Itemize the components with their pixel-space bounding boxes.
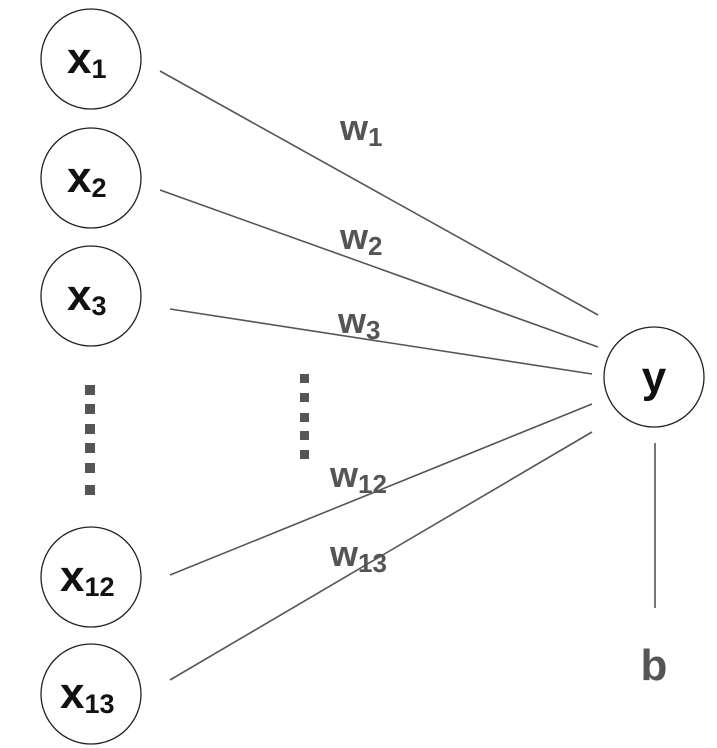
weight-labels: w1 w2 w3 w12 w13	[329, 107, 387, 578]
input-subscript: 13	[84, 689, 114, 719]
weight-subscript: 3	[366, 315, 380, 345]
input-node: x2	[40, 127, 142, 229]
ellipsis-dot	[85, 463, 95, 473]
ellipsis-dot	[300, 413, 309, 422]
weight-var: w	[329, 533, 359, 574]
input-node-circle	[40, 643, 142, 745]
weight-subscript: 13	[358, 548, 387, 578]
input-var: x	[67, 271, 92, 320]
output-node-label: y	[642, 353, 667, 402]
ellipsis-dot	[85, 424, 95, 434]
weight-var: w	[339, 107, 369, 148]
weight-label: w1	[339, 107, 382, 152]
edge-x3-y	[169, 308, 593, 375]
input-var: x	[67, 34, 92, 83]
weight-label: w3	[337, 300, 380, 345]
input-node: x13	[40, 643, 142, 745]
ellipsis-dot	[85, 404, 95, 414]
weight-var: w	[337, 300, 367, 341]
weight-subscript: 1	[368, 122, 382, 152]
ellipsis-dot	[300, 393, 309, 402]
edges	[159, 70, 656, 681]
weight-subscript: 2	[368, 231, 382, 261]
ellipsis-dot	[85, 443, 95, 453]
input-node: x1	[40, 8, 142, 110]
input-node-label: x13	[60, 669, 115, 719]
edge-x12-y	[169, 403, 593, 576]
input-var: x	[67, 153, 92, 202]
ellipsis-dot	[85, 485, 95, 495]
input-node-circle	[40, 526, 142, 628]
input-node-label: x1	[67, 34, 107, 84]
input-node-label: x12	[60, 552, 115, 602]
input-subscript: 3	[91, 291, 106, 321]
ellipsis-dot	[300, 450, 309, 459]
input-subscript: 12	[84, 572, 114, 602]
input-var: x	[60, 552, 85, 601]
edge-x13-y	[169, 431, 593, 681]
weight-label: w13	[329, 533, 387, 578]
ellipsis-dot	[85, 385, 95, 395]
input-node: x3	[40, 245, 142, 347]
input-node: x12	[40, 526, 142, 628]
weight-label: w12	[329, 454, 387, 499]
input-node-label: x2	[67, 153, 107, 203]
input-var: x	[60, 669, 85, 718]
output-node: y	[603, 326, 705, 428]
weight-var: w	[329, 454, 359, 495]
weight-var: w	[339, 216, 369, 257]
output-node-circle	[603, 326, 705, 428]
edge-x1-y	[159, 70, 599, 316]
input-nodes: x1 x2 x3 x12 x13	[40, 8, 142, 745]
input-subscript: 2	[91, 173, 106, 203]
weight-subscript: 12	[358, 469, 387, 499]
input-node-circle	[40, 127, 142, 229]
input-node-circle	[40, 245, 142, 347]
input-node-circle	[40, 8, 142, 110]
weight-ellipsis	[300, 374, 309, 459]
weight-label: w2	[339, 216, 382, 261]
input-ellipsis	[85, 385, 95, 495]
bias-label: b	[641, 641, 668, 690]
input-subscript: 1	[91, 54, 106, 84]
ellipsis-dot	[300, 431, 309, 440]
ellipsis-dot	[300, 374, 309, 383]
input-node-label: x3	[67, 271, 107, 321]
edge-x2-y	[159, 189, 599, 348]
